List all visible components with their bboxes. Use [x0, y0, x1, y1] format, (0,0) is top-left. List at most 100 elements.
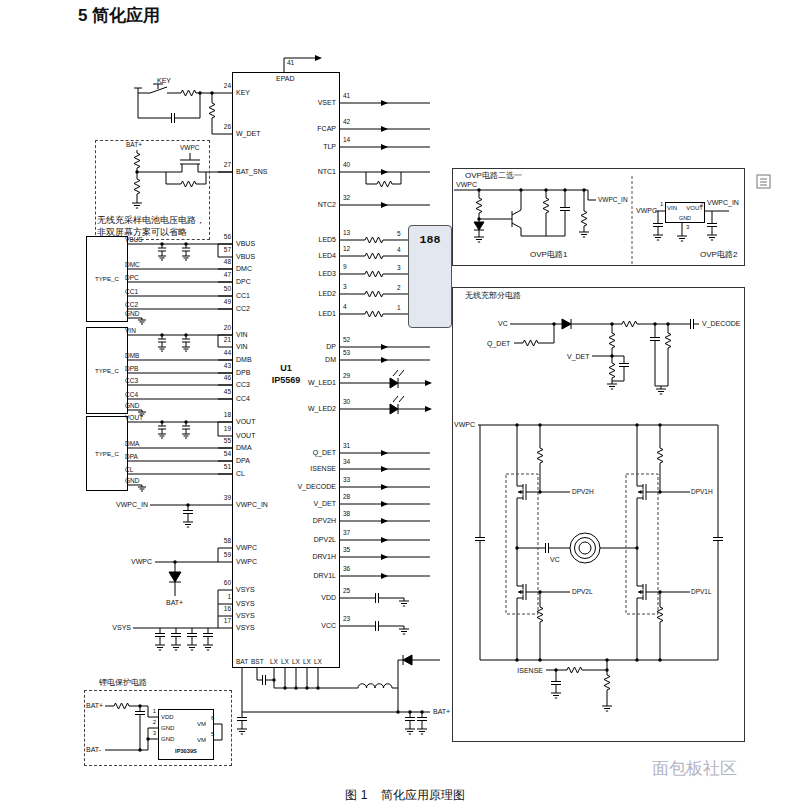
connector-box: TYPE_C [86, 327, 128, 414]
wireless-circuit [575, 538, 596, 559]
left-wiring [122, 84, 232, 650]
net-label: VSYS [112, 624, 131, 631]
right-wiring [399, 626, 409, 634]
right-wiring [381, 466, 388, 472]
power-stage [272, 678, 275, 681]
net-label: VWPC [456, 181, 477, 188]
left-wiring [210, 91, 213, 94]
wireless-circuit [637, 478, 653, 506]
signal-wire [128, 244, 232, 245]
ovp-circuit [519, 188, 522, 191]
node-text: TYPE_C [87, 276, 127, 282]
wireless-circuit [635, 423, 638, 426]
pin-number: 26 [224, 124, 231, 131]
resistor-wire [340, 253, 408, 259]
watermark: 面包板社区 [652, 760, 737, 777]
pin-number: 41 [287, 60, 294, 67]
battery-protection [138, 704, 141, 707]
right-wiring [381, 573, 388, 579]
pin-number: 30 [343, 399, 350, 406]
pin-number: 20 [224, 325, 231, 332]
pin-name: LED3 [318, 270, 336, 277]
wireless-circuit [475, 532, 485, 546]
pin-name: W_LED1 [308, 379, 336, 386]
right-wiring [381, 202, 388, 208]
pin-name: LX [314, 659, 322, 666]
pin-name: DPB [125, 366, 138, 373]
pin-number: 2 [700, 201, 703, 207]
wireless-circuit [619, 321, 640, 327]
pin-name: CC2 [236, 305, 250, 312]
battery-protection [138, 748, 141, 751]
net-label: V_DECODE [702, 320, 741, 327]
ovp-circuit [474, 222, 484, 230]
right-wiring [381, 501, 388, 507]
net-label: VWPC_IN [116, 501, 148, 508]
power-stage [257, 675, 271, 685]
pin-number: 23 [343, 616, 350, 623]
left-wiring [160, 333, 163, 336]
left-wiring [135, 170, 138, 173]
pin-number: 42 [343, 119, 350, 126]
ovp-circuit [544, 188, 547, 191]
net-label: ISENSE [517, 667, 543, 674]
wireless-circuit [658, 423, 661, 426]
pin-number: 1 [660, 201, 663, 207]
pin-number: 58 [224, 538, 231, 545]
pin-name: CC3 [236, 381, 250, 388]
pin-name: VBUS [236, 253, 255, 260]
figure-caption: 图 1 简化应用原理图 [345, 789, 464, 801]
right-wiring [381, 357, 388, 363]
net-label: BAT+ [86, 702, 103, 709]
pin-name: V_DECODE [297, 483, 336, 490]
wireless-circuit [515, 658, 518, 661]
right-wiring [381, 518, 388, 524]
signal-wire [128, 474, 232, 475]
resistor-wire [340, 271, 408, 277]
pin-number: 16 [224, 606, 231, 613]
pin-name: DPV2H [313, 517, 336, 524]
pin-name: CC1 [125, 289, 138, 296]
pin-name: LED1 [318, 310, 336, 317]
right-wiring [370, 621, 384, 631]
signal-wire [128, 296, 232, 297]
power-stage [358, 684, 392, 688]
pin-number: 3 [397, 265, 401, 272]
wireless-circuit [552, 322, 555, 325]
signal-wire [128, 373, 232, 374]
pin-number: 3 [153, 730, 156, 736]
left-wiring [187, 642, 197, 650]
wireless-circuit [515, 546, 518, 549]
ovp-circuit [474, 234, 484, 242]
pin-name: VIN [236, 343, 248, 350]
pin-name: VOUT [236, 432, 255, 439]
pin-name: VIN [236, 331, 248, 338]
connector-box: TYPE_C [86, 236, 128, 322]
pin-number: 18 [224, 412, 231, 419]
ovp-circuit [477, 188, 480, 191]
pin-number: 53 [343, 350, 350, 357]
right-wiring [381, 100, 388, 106]
pin-name: BAT [236, 659, 248, 666]
pin-name: VSYS [236, 624, 255, 631]
wireless-circuit [635, 546, 638, 549]
left-wiring [173, 560, 176, 563]
net-label: VWPC [131, 558, 152, 565]
pin-number: 32 [343, 195, 350, 202]
pin-number: 45 [224, 389, 231, 396]
pin-name: VDD [321, 594, 336, 601]
wireless-circuit [657, 445, 663, 466]
left-wiring [169, 572, 181, 582]
pin-name: VSYS [236, 586, 255, 593]
right-wiring [284, 58, 316, 72]
signal-wire [128, 385, 232, 386]
left-wiring [184, 242, 187, 245]
wireless-circuit [650, 332, 660, 346]
pin-number: 54 [224, 451, 231, 458]
pin-name: CL [125, 467, 133, 474]
wireless-circuit [475, 319, 723, 711]
pin-name: FCAP [317, 125, 336, 132]
pin-number: 52 [343, 337, 350, 344]
ovp-circuit [632, 176, 633, 266]
ovp-circuit [707, 218, 717, 232]
